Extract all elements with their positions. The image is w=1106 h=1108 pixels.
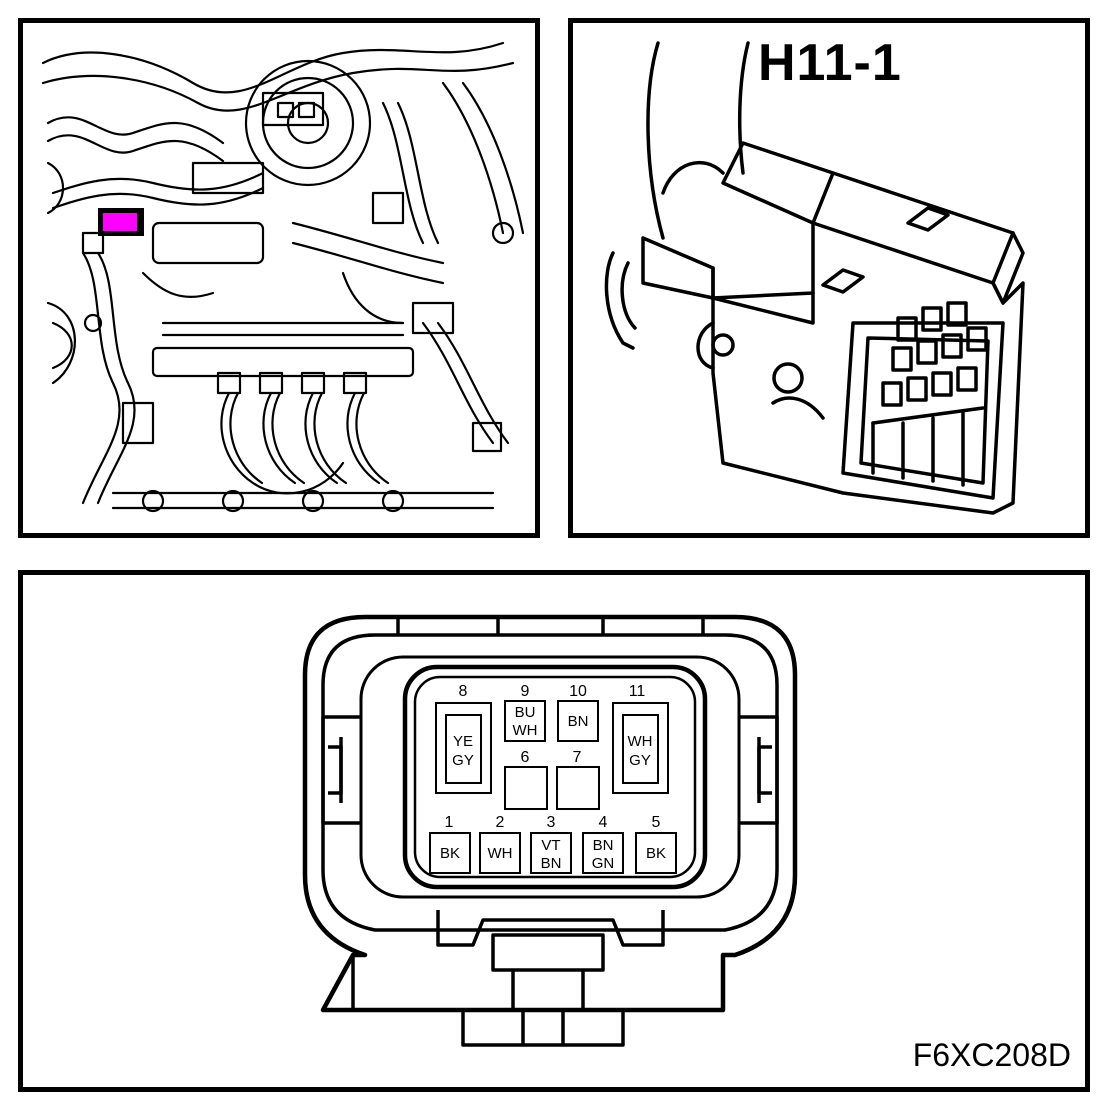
pinout-panel: 8 YE GY 9 BU WH 10 BN 11 WH bbox=[18, 570, 1090, 1092]
wire-color: BU bbox=[515, 704, 536, 721]
pin-number: 1 bbox=[445, 814, 454, 831]
pin-8: 8 YE GY bbox=[435, 683, 492, 794]
wire-color: GY bbox=[629, 752, 651, 769]
wire-color: WH bbox=[488, 845, 513, 862]
pin-number: 3 bbox=[547, 814, 556, 831]
pin-number: 6 bbox=[521, 749, 530, 766]
wire-color: VT bbox=[541, 837, 560, 854]
pin-6: 6 bbox=[504, 749, 548, 810]
wire-color: GY bbox=[452, 752, 474, 769]
connector-face-diagram: 8 YE GY 9 BU WH 10 BN 11 WH bbox=[302, 614, 798, 1047]
wire-color: BK bbox=[646, 845, 666, 862]
pin-4: 4 BN GN bbox=[582, 814, 624, 874]
pin-11: 11 WH GY bbox=[612, 683, 669, 794]
connector-location-highlight bbox=[103, 213, 137, 231]
pin-number: 7 bbox=[573, 749, 582, 766]
pin-2: 2 WH bbox=[479, 814, 521, 874]
wire-color: BN bbox=[541, 855, 562, 872]
pin-number: 11 bbox=[629, 683, 646, 700]
wire-color: GN bbox=[592, 855, 615, 872]
wire-color: YE bbox=[453, 733, 473, 750]
pin-number: 9 bbox=[521, 683, 530, 700]
figure-code: F6XC208D bbox=[912, 1037, 1071, 1073]
wire-color: BK bbox=[440, 845, 460, 862]
engine-bay-drawing bbox=[41, 41, 525, 513]
connector-title: H11-1 bbox=[758, 34, 902, 92]
engine-location-panel bbox=[18, 18, 540, 538]
wire-color: WH bbox=[513, 722, 538, 739]
pin-1: 1 BK bbox=[429, 814, 471, 874]
wire-color: BN bbox=[568, 713, 589, 730]
pin-9: 9 BU WH bbox=[504, 683, 546, 742]
pin-3: 3 VT BN bbox=[530, 814, 572, 874]
pin-number: 4 bbox=[599, 814, 608, 831]
connector-3d-drawing bbox=[604, 41, 1025, 515]
pin-7: 7 bbox=[556, 749, 600, 810]
pin-number: 10 bbox=[569, 683, 587, 700]
pin-number: 5 bbox=[652, 814, 661, 831]
pin-5: 5 BK bbox=[635, 814, 677, 874]
pin-10: 10 BN bbox=[557, 683, 599, 742]
wire-color: BN bbox=[593, 837, 614, 854]
pin-number: 2 bbox=[496, 814, 505, 831]
pin-number: 8 bbox=[459, 683, 468, 700]
wire-color: WH bbox=[628, 733, 653, 750]
pin-grid: 8 YE GY 9 BU WH 10 BN 11 WH bbox=[429, 683, 677, 874]
connector-view-panel: H11-1 bbox=[568, 18, 1090, 538]
